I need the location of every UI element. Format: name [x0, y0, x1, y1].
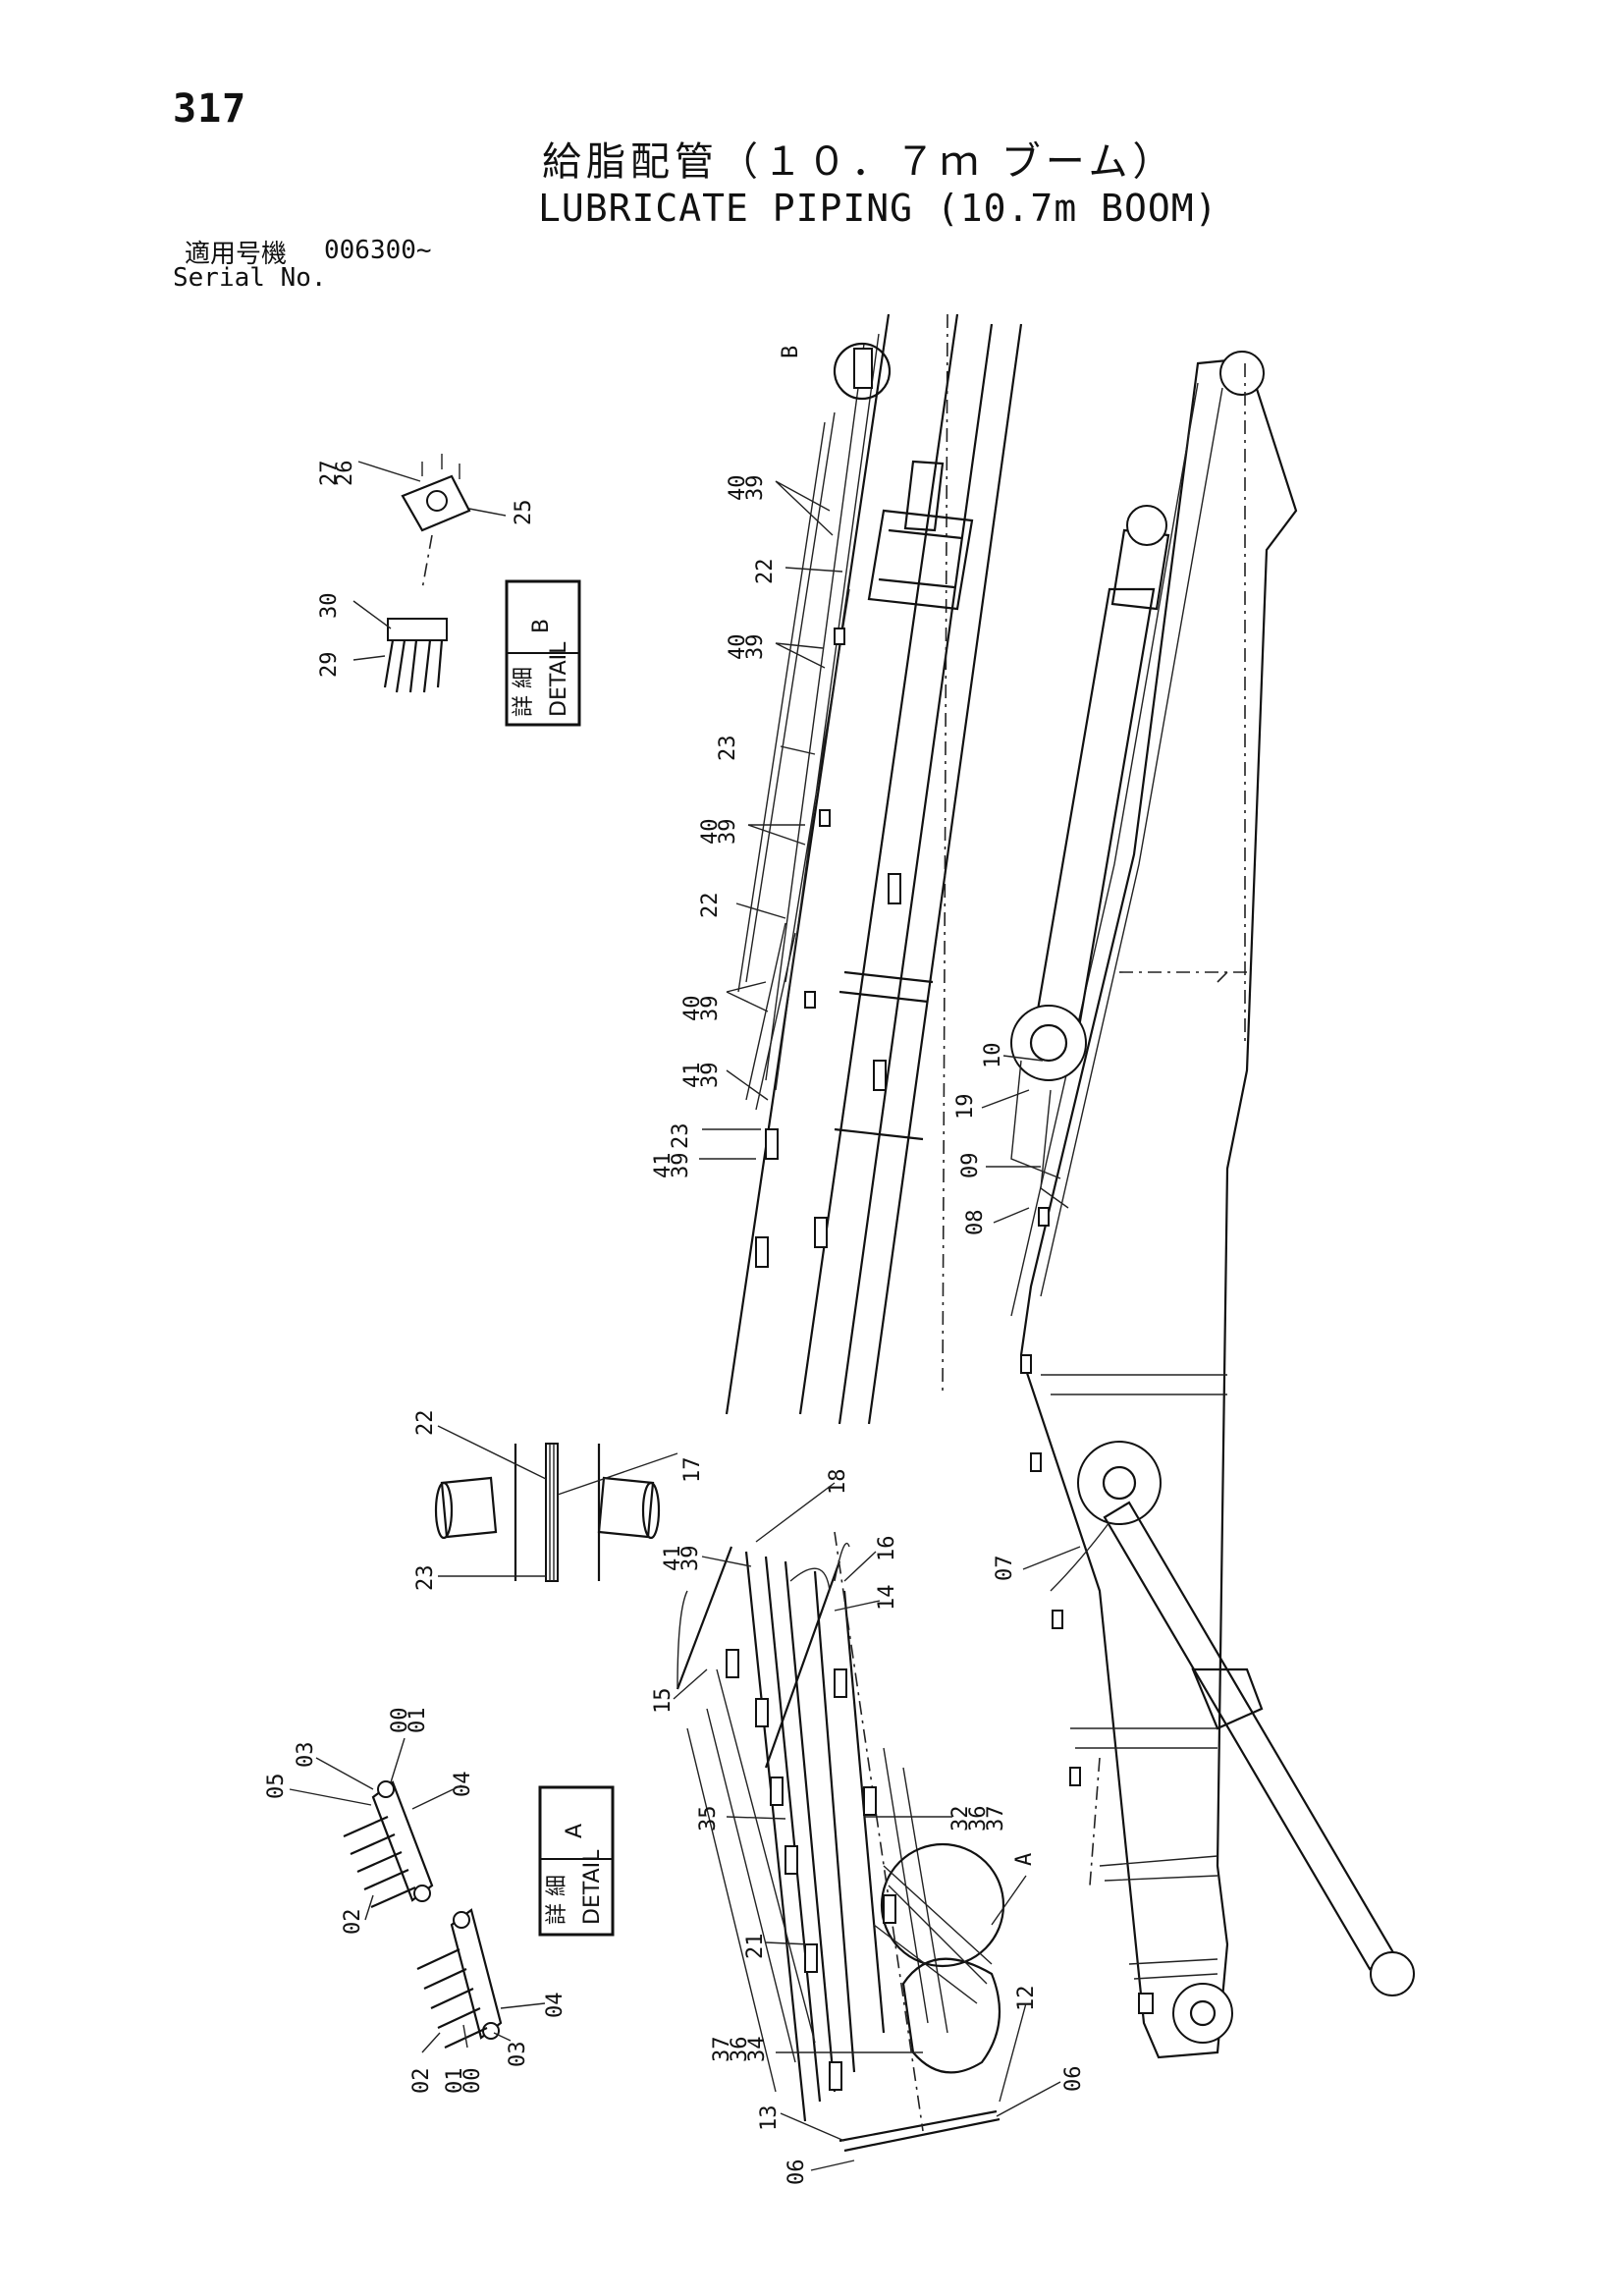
callout-label: 40: [726, 634, 750, 661]
callout-label: 15: [651, 1688, 676, 1715]
callout-label: 01: [443, 2068, 467, 2095]
callout-label: 23: [413, 1565, 438, 1592]
callout-label: 02: [409, 2068, 434, 2095]
serial-number-value: 006300~: [324, 236, 432, 265]
callout-label: 39: [743, 634, 768, 661]
callout-label: 23: [669, 1123, 693, 1150]
callout-label: 06: [1061, 2066, 1086, 2093]
detail-a-letter: A: [563, 1824, 587, 1838]
boom-upper-section-drawing: [725, 313, 1023, 1425]
callout-label: 37: [710, 2037, 734, 2063]
callout-label: 22: [698, 893, 723, 919]
detail-b-letter: B: [529, 619, 554, 633]
callout-label: 23: [716, 736, 740, 762]
boom-right-callouts: 10 19 09 08 07: [953, 1043, 1081, 1582]
mid-fitting-detail-drawing: [434, 1443, 661, 1582]
callout-label: 00: [460, 2068, 485, 2095]
serial-label-english: Serial No.: [173, 263, 327, 293]
callout-label: 39: [743, 475, 768, 502]
detail-b-label-en: DETAIL: [547, 641, 571, 717]
callout-label: 41: [661, 1546, 685, 1572]
boom-right-drawing: [1010, 351, 1415, 2059]
callout-label: 36: [966, 1806, 991, 1832]
callout-label: 14: [875, 1585, 899, 1612]
callout-label: 39: [698, 996, 723, 1022]
callout-label: 10: [981, 1043, 1005, 1069]
callout-label: 03: [294, 1742, 318, 1769]
callout-label: A: [1012, 1853, 1037, 1866]
page-title-japanese: 給脂配管（１０．７ｍ ブーム）: [542, 139, 1177, 185]
mid-fitting-callouts: 22 17 23: [413, 1410, 705, 1592]
callout-label: 39: [716, 819, 740, 846]
callout-label: 03: [506, 2042, 530, 2068]
callout-label: 36: [728, 2037, 752, 2063]
callout-label: 39: [669, 1153, 693, 1179]
boom-lower-callouts: 18 41 39 16 14 15 35 32 36 37 21 A 12 37…: [651, 1469, 1086, 2186]
callout-label: 12: [1014, 1986, 1039, 2012]
callout-label: 07: [993, 1556, 1017, 1582]
detail-a-label-box: [538, 1785, 615, 1937]
callout-label: 39: [678, 1546, 703, 1572]
callout-label: 41: [680, 1063, 705, 1089]
callout-label: 22: [753, 559, 778, 585]
callout-label: 06: [784, 2159, 809, 2186]
callout-label: 40: [698, 819, 723, 846]
callout-label: 08: [963, 1210, 988, 1236]
callout-label: 19: [953, 1094, 978, 1121]
boom-upper-callouts: B 40 39 22 40 39 23 40 39 22 40 39 41 39…: [651, 346, 843, 1179]
callout-label: 39: [698, 1063, 723, 1089]
callout-label: 00: [388, 1708, 412, 1734]
detail-b-assembly-drawing: [383, 454, 471, 693]
detail-a-callouts: 05 03 00 01 04 02 02 01 00 03 04: [264, 1708, 568, 2095]
callout-label: 05: [264, 1774, 289, 1800]
callout-label: 32: [948, 1806, 973, 1832]
detail-b-callouts: 27 26 25 30 29: [317, 461, 536, 679]
callout-label: 37: [984, 1806, 1008, 1832]
callout-label: 26: [333, 461, 357, 487]
detail-a-label-jp: 詳 細: [545, 1875, 569, 1925]
callout-label: 35: [696, 1806, 721, 1832]
callout-label: 02: [341, 1909, 365, 1936]
callout-label: 27: [317, 461, 342, 487]
callout-label: 01: [406, 1708, 430, 1734]
callout-label: 16: [875, 1536, 899, 1562]
callout-label: 25: [512, 500, 536, 526]
callout-label: 40: [680, 996, 705, 1022]
detail-b-label-box: [505, 579, 581, 727]
page-title-english: LUBRICATE PIPING (10.7m BOOM): [538, 187, 1218, 230]
callout-label: 18: [826, 1469, 850, 1496]
callout-label: 41: [651, 1153, 676, 1179]
callout-label: 17: [680, 1457, 705, 1484]
callout-label: 22: [413, 1410, 438, 1437]
callout-label: 04: [451, 1772, 475, 1798]
detail-a-label-en: DETAIL: [580, 1849, 605, 1925]
callout-label: 34: [745, 2037, 770, 2063]
detail-a-assembly-drawing: [343, 1780, 503, 2049]
page-number: 317: [173, 86, 247, 132]
detail-b-label-jp: 詳 細: [512, 667, 536, 717]
serial-label-japanese: 適用号機: [185, 240, 288, 269]
callout-label: 09: [958, 1153, 983, 1179]
callout-label: B: [779, 346, 803, 358]
callout-label: 21: [743, 1934, 768, 1960]
callout-label: 04: [543, 1993, 568, 2019]
callout-label: 40: [726, 475, 750, 502]
boom-lower-section-drawing: [676, 1531, 1005, 2153]
callout-label: 29: [317, 652, 342, 679]
callout-label: 13: [757, 2105, 782, 2132]
callout-label: 30: [317, 593, 342, 620]
